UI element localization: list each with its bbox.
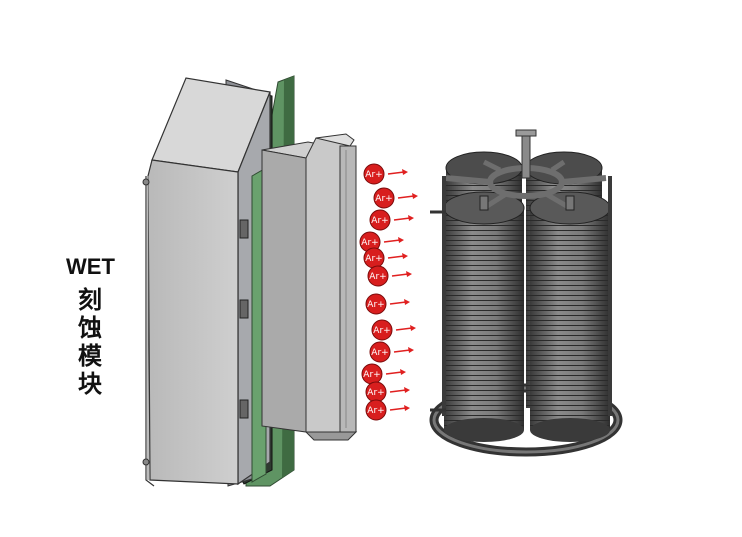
ion-arrowhead xyxy=(404,299,410,305)
ion-circle xyxy=(363,163,385,185)
ion-3: Ar+ xyxy=(369,209,414,231)
ion-source-body xyxy=(261,149,307,433)
ion-arrowhead xyxy=(406,271,412,277)
ion-circle xyxy=(371,319,393,341)
ion-arrow xyxy=(387,171,405,175)
center-shaft xyxy=(521,133,531,179)
ion-1: Ar+ xyxy=(363,163,408,185)
ion-circle xyxy=(369,341,391,363)
ion-label: Ar+ xyxy=(367,300,384,310)
ion-arrow xyxy=(389,389,407,393)
ion-arrowhead xyxy=(408,215,414,221)
cylinder-front-right xyxy=(529,191,611,442)
ion-circle xyxy=(369,209,391,231)
ion-2: Ar+ xyxy=(373,187,418,209)
ion-label: Ar+ xyxy=(363,370,380,380)
ion-4: Ar+ xyxy=(359,231,404,253)
drum-assembly xyxy=(429,129,623,457)
ion-label: Ar+ xyxy=(365,170,382,180)
ion-circle xyxy=(367,265,389,287)
label-zh-1: 刻 xyxy=(78,286,102,314)
ion-11: Ar+ xyxy=(365,381,410,403)
ion-label: Ar+ xyxy=(373,326,390,336)
label-zh-4: 块 xyxy=(78,370,102,398)
ion-circle xyxy=(365,293,387,315)
ion-arrow xyxy=(389,407,407,411)
ion-arrow xyxy=(395,327,413,331)
ion-arrow xyxy=(383,239,401,243)
ion-arrowhead xyxy=(408,347,414,353)
label-wet: WET xyxy=(66,254,115,279)
ion-label: Ar+ xyxy=(367,406,384,416)
ion-label: Ar+ xyxy=(371,348,388,358)
ion-label: Ar+ xyxy=(361,238,378,248)
ion-label: Ar+ xyxy=(367,388,384,398)
ion-arrowhead xyxy=(398,237,404,243)
ion-arrowhead xyxy=(404,405,410,411)
ion-label: Ar+ xyxy=(365,254,382,264)
ion-label: Ar+ xyxy=(371,216,388,226)
ion-arrowhead xyxy=(400,369,406,375)
ion-arrow xyxy=(393,217,411,221)
ion-circle xyxy=(373,187,395,209)
ion-arrow xyxy=(389,301,407,305)
ion-arrowhead xyxy=(410,325,416,331)
ion-12: Ar+ xyxy=(365,399,410,421)
ion-arrow xyxy=(385,371,403,375)
ion-arrow xyxy=(393,349,411,353)
label-zh-2: 蚀 xyxy=(77,314,102,342)
ion-circle xyxy=(365,399,387,421)
ion-arrowhead xyxy=(412,193,418,199)
label-zh-3: 模 xyxy=(78,342,103,370)
ion-6: Ar+ xyxy=(367,265,412,287)
ion-label: Ar+ xyxy=(375,194,392,204)
ion-source-face xyxy=(339,145,357,433)
ion-8: Ar+ xyxy=(371,319,416,341)
etch-module xyxy=(142,75,358,487)
ion-10: Ar+ xyxy=(361,363,406,385)
ion-arrowhead xyxy=(404,387,410,393)
ion-arrowhead xyxy=(402,169,408,175)
ion-7: Ar+ xyxy=(365,293,410,315)
ion-label: Ar+ xyxy=(369,272,386,282)
housing-front xyxy=(147,159,239,485)
module-label: WET 刻 蚀 模 块 xyxy=(66,254,115,398)
ion-arrow xyxy=(387,255,405,259)
ion-5: Ar+ xyxy=(363,247,408,269)
ion-stream: Ar+ Ar+ Ar+ Ar+ Ar+ Ar+ Ar+ Ar+ Ar+ Ar+ Ar+ Ar+ xyxy=(359,163,418,421)
cylinder-front-left xyxy=(443,191,525,442)
ion-9: Ar+ xyxy=(369,341,414,363)
ion-arrow xyxy=(397,195,415,199)
ion-arrow xyxy=(391,273,409,277)
ion-arrowhead xyxy=(402,253,408,259)
